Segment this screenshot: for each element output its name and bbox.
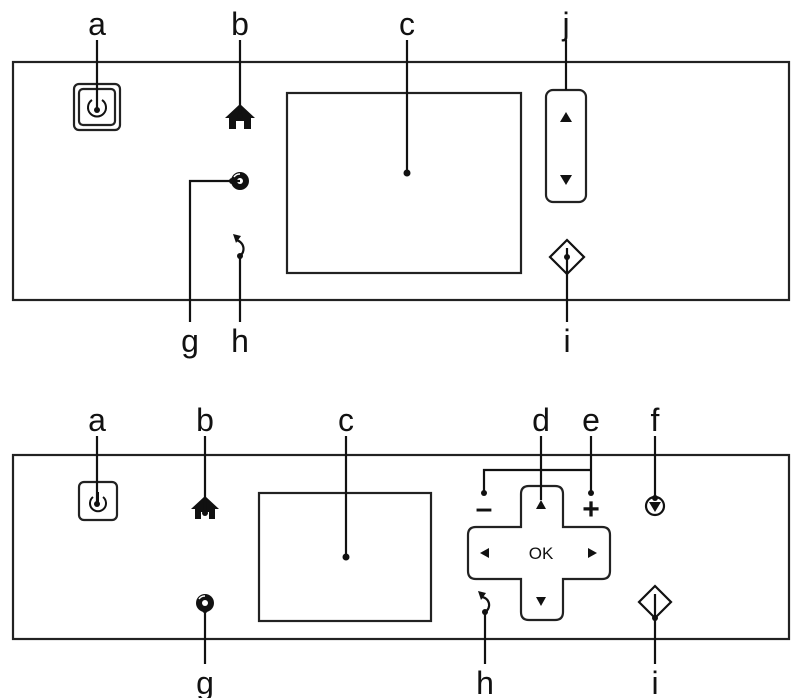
plus-button[interactable]: + [582,493,600,526]
label-g: g [181,323,199,359]
label-b: b [196,402,214,438]
down-arrow-icon[interactable] [560,175,572,185]
bottom-panel-outline [11,453,791,641]
label-c: c [399,6,415,42]
label-a: a [88,402,106,438]
label-i: i [651,665,658,698]
left-arrow-icon[interactable] [480,548,489,558]
top-lcd-screen [285,91,523,275]
label-b: b [231,6,249,42]
label-g: g [196,665,214,698]
label-f: f [651,402,660,438]
label-j: j [561,6,569,42]
bottom-back-button[interactable] [478,591,491,613]
label-h: h [231,323,249,359]
bottom-disc-button[interactable] [196,594,214,612]
minus-button[interactable]: – [476,492,493,525]
label-d: d [532,402,550,438]
label-c: c [338,402,354,438]
up-arrow-icon[interactable] [536,500,546,509]
top-back-button[interactable] [233,234,245,257]
top-panel: a b c j [11,6,791,359]
disc-icon [196,594,214,612]
top-up-down-buttons[interactable] [544,88,588,204]
label-a: a [88,6,106,42]
right-arrow-icon[interactable] [588,548,597,558]
label-e: e [582,402,600,438]
label-i: i [563,323,570,359]
up-arrow-icon[interactable] [560,112,572,122]
back-arrow-icon [233,234,245,257]
label-h: h [476,665,494,698]
ok-button-label[interactable]: OK [529,544,554,563]
bottom-dpad[interactable]: OK [466,484,612,622]
back-arrow-icon [478,591,491,613]
down-arrow-icon[interactable] [536,597,546,606]
top-panel-outline [11,60,791,302]
bottom-panel: a b c OK d – + [11,402,791,698]
